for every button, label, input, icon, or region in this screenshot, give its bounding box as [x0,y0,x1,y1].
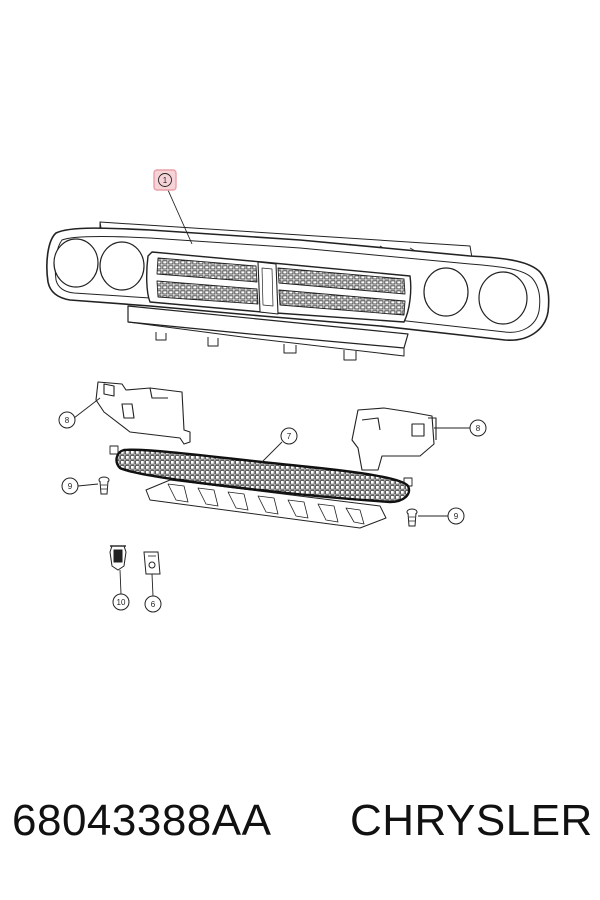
svg-text:8: 8 [65,416,70,425]
callout-10[interactable]: 10 [112,569,130,611]
u-nut-clip [143,551,161,575]
screw-right [406,508,418,527]
callout-9-right[interactable]: 9 [418,507,465,525]
callout-8-right[interactable]: 8 [434,419,487,437]
callout-8-left[interactable]: 8 [58,397,101,429]
callout-7[interactable]: 7 [261,427,298,463]
grille-assembly [46,221,550,361]
svg-text:9: 9 [68,482,73,491]
svg-text:10: 10 [117,598,126,607]
footer: 68043388AA CHRYSLER [0,796,600,866]
callout-1[interactable]: 1 [153,169,193,245]
left-bracket [95,381,191,445]
svg-text:7: 7 [287,432,292,441]
svg-text:6: 6 [151,600,156,609]
callout-9-left[interactable]: 9 [61,477,99,495]
lower-grille [109,445,413,529]
parts-diagram: 1 8 8 [46,169,550,613]
callout-6[interactable]: 6 [144,573,162,613]
push-retainer [109,545,127,571]
callout-1-label: 1 [163,176,168,185]
svg-text:8: 8 [476,424,481,433]
brand-name: CHRYSLER [350,796,593,845]
svg-text:9: 9 [454,512,459,521]
right-bracket [351,407,437,471]
part-number: 68043388AA [12,796,272,845]
screw-left [98,476,110,495]
